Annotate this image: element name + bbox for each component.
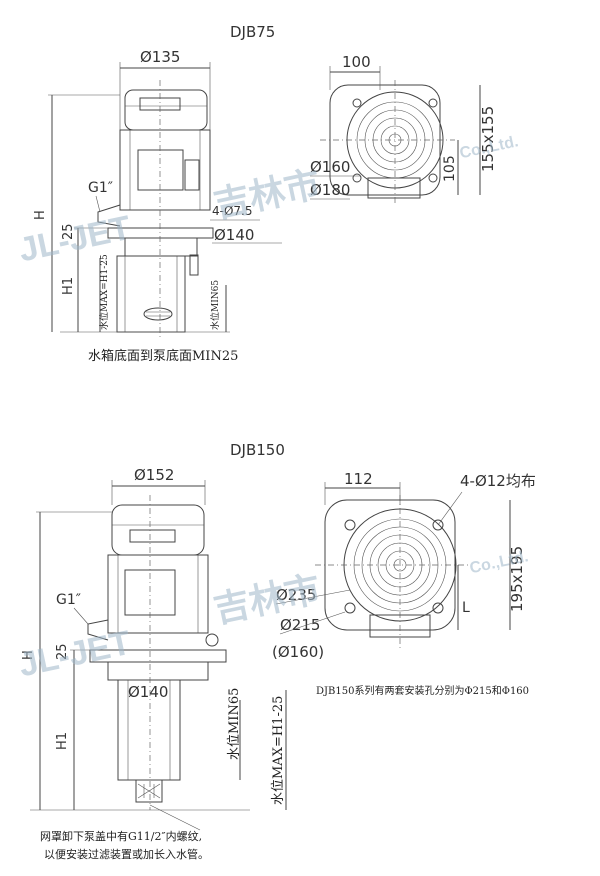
djb150-bottom-note-2: 以便安装过滤装置或加长入水管。 [44, 847, 209, 861]
djb150-label-g1: G1″ [56, 592, 81, 608]
watermark-cn-top: 吉林市 [210, 163, 324, 226]
djb150-holes-label: 4-Ø12均布 [460, 472, 536, 490]
djb75-title: DJB75 [230, 23, 275, 41]
watermark-en-bottom: JL-JET [16, 624, 135, 685]
djb75-note: 水箱底面到泵底面MIN25 [88, 348, 238, 364]
djb150-section: DJB150 Ø152 H [21, 441, 536, 861]
djb75-side-view [60, 80, 230, 340]
djb75-top-view [320, 80, 455, 205]
djb150-dim-112: 112 [344, 470, 373, 488]
djb150-motor-body [107, 554, 209, 634]
djb75-outlet [97, 204, 121, 227]
djb75-section: DJB75 [33, 23, 497, 364]
djb150-mount-note: DJB150系列有两套安装孔分别为Φ215和Φ160 [316, 684, 529, 697]
djb75-label-holes: 4-Ø7.5 [212, 204, 253, 218]
djb75-dim-diam-160: Ø160 [310, 158, 350, 176]
djb150-strainer [135, 779, 163, 803]
djb75-label-h: H [33, 210, 48, 220]
djb150-nameplate [129, 529, 176, 543]
djb75-dim-100: 100 [342, 53, 371, 71]
djb75-strainer [143, 307, 173, 321]
djb150-label-l: L [462, 600, 470, 616]
djb75-terminal-box [137, 149, 184, 191]
djb150-title: DJB150 [230, 441, 285, 459]
djb150-dim-diam-160p: (Ø160) [272, 643, 324, 661]
djb75-label-25: 25 [61, 223, 76, 240]
djb75-dim-diam-135: Ø135 [140, 48, 180, 66]
djb150-label-25: 25 [55, 643, 70, 660]
djb75-water-max: 水位MAX=H1-25 [98, 254, 110, 330]
djb150-outlet [87, 619, 109, 641]
djb150-label-h1: H1 [55, 732, 70, 750]
djb75-motor-body [119, 129, 211, 211]
djb150-side-view [30, 495, 250, 811]
djb75-label-g1: G1″ [88, 180, 113, 196]
djb150-dim-195: 195x195 [508, 546, 526, 612]
djb150-bottom-note-1: 网罩卸下泵盖中有G11/2″内螺纹, [40, 829, 202, 843]
djb75-immersed-body [116, 255, 186, 333]
djb150-water-max: 水位MAX=H1-25 [271, 696, 286, 805]
djb75-outlet-top [367, 177, 421, 199]
djb75-water-min: 水位MIN65 [209, 280, 221, 330]
djb150-top-view [315, 495, 470, 650]
djb150-water-min: 水位MIN65 [227, 688, 242, 760]
djb75-dim-diam-140: Ø140 [214, 226, 254, 244]
djb150-dim-diam-215: Ø215 [280, 616, 320, 634]
djb150-dim-diam-152: Ø152 [134, 466, 174, 484]
djb75-dim-105: 105 [442, 155, 458, 182]
djb75-label-h1: H1 [61, 277, 76, 295]
djb75-dim-155: 155x155 [479, 106, 497, 172]
watermark: 吉林市 JL-JET Co.,Ltd. 吉林市 JL-JET Co.,Ltd. [16, 133, 530, 684]
djb150-label-h: H [21, 650, 36, 660]
djb75-dim-diam-180: Ø180 [310, 181, 350, 199]
djb150-dim-diam-235: Ø235 [276, 586, 316, 604]
djb150-dim-diam-140: Ø140 [128, 683, 168, 701]
